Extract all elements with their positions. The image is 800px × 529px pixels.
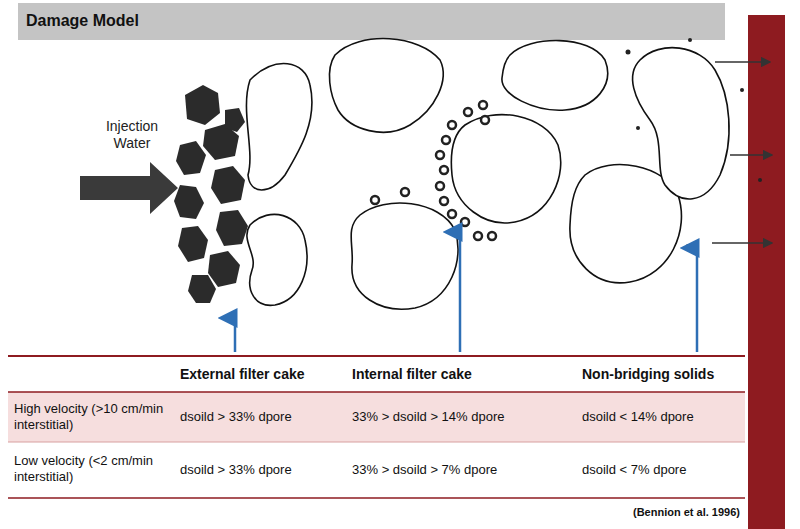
- table-cell: dsoild > 33% dpore: [180, 409, 340, 425]
- column-header: External filter cake: [180, 366, 340, 382]
- title: Damage Model: [26, 12, 139, 30]
- column-header: Non-bridging solids: [582, 366, 742, 382]
- sand-grains: [246, 39, 729, 310]
- table-grid: [8, 356, 745, 498]
- table-cell: dsoild > 33% dpore: [180, 462, 340, 478]
- pointer-arrows: [235, 232, 697, 352]
- fine-particles: [626, 38, 763, 248]
- side-bar: [748, 15, 785, 529]
- title-bar: [18, 3, 725, 40]
- flow-arrows: [712, 62, 772, 243]
- internal-cake-particles: [371, 101, 496, 240]
- table-cell: 33% > dsoild > 14% dpore: [352, 409, 572, 425]
- column-header: Internal filter cake: [352, 366, 572, 382]
- injection-label: Injection Water: [92, 118, 172, 152]
- external-cake-particles: [174, 85, 248, 303]
- table-cell: 33% > dsoild > 7% dpore: [352, 462, 572, 478]
- table-cell: dsoild < 7% dpore: [582, 462, 742, 478]
- row-header: High velocity (>10 cm/min interstitial): [14, 401, 164, 433]
- injection-arrow: [80, 162, 178, 214]
- row-header: Low velocity (<2 cm/min interstitial): [14, 453, 164, 485]
- table-cell: dsoild < 14% dpore: [582, 409, 742, 425]
- caption: (Bennion et al. 1996): [633, 506, 740, 518]
